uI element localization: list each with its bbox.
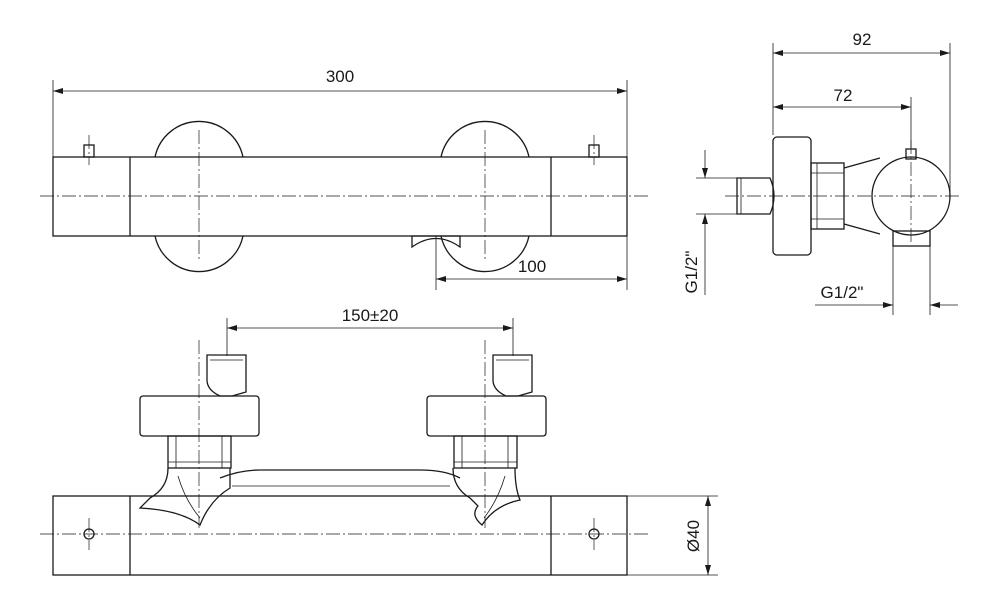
dim-label-diameter: Ø40 xyxy=(684,520,703,552)
dim-label-thread-vertical: G1/2" xyxy=(682,251,701,294)
dim-label-92: 92 xyxy=(853,30,872,49)
dim-label-100: 100 xyxy=(518,257,546,276)
front-view: 150±20 Ø40 xyxy=(40,306,718,576)
side-view: 92 72 G1/2" G1/2" xyxy=(682,30,960,315)
dim-label-300: 300 xyxy=(326,67,354,86)
dim-label-72: 72 xyxy=(834,86,853,105)
dim-label-thread-horizontal: G1/2" xyxy=(821,283,864,302)
top-view: 300 100 xyxy=(40,67,650,290)
dim-label-inlet-spacing: 150±20 xyxy=(342,306,399,325)
